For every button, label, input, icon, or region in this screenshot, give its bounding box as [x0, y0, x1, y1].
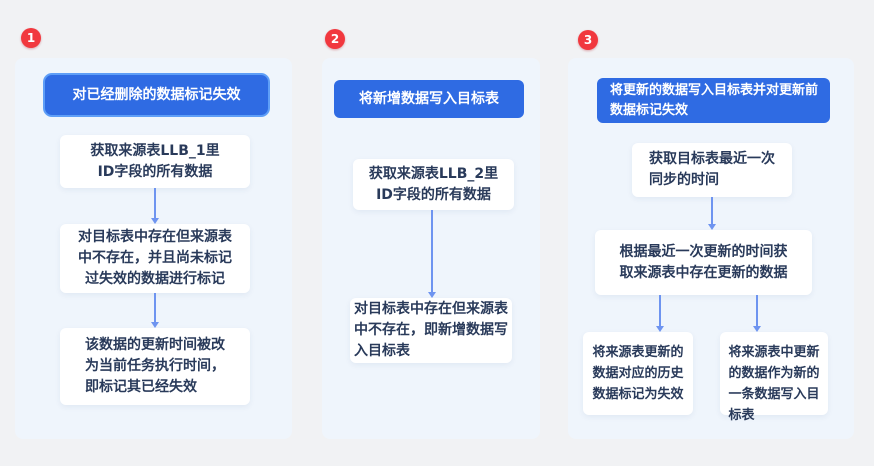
step-badge-1: 1: [21, 28, 41, 48]
flow-step: 获取目标表最近一次 同步的时间: [632, 143, 792, 197]
flow-header-3: 将更新的数据写入目标表并对更新前 数据标记失效: [597, 78, 830, 123]
arrow-down-icon: [151, 188, 159, 224]
arrow-down-icon: [656, 295, 664, 332]
flow-header-2: 将新增数据写入目标表: [334, 80, 524, 118]
flow-card-3: 将更新的数据写入目标表并对更新前 数据标记失效 获取目标表最近一次 同步的时间 …: [568, 58, 854, 439]
flow-step: 将来源表更新的 数据对应的历史 数据标记为失效: [583, 332, 693, 415]
step-badge-3: 3: [578, 30, 598, 50]
arrow-down-icon: [428, 210, 436, 298]
flow-step: 对目标表中存在但来源表 中不存在，并且尚未标记 过失效的数据进行标记: [60, 224, 250, 293]
flow-step: 该数据的更新时间被改 为当前任务执行时间， 即标记其已经失效: [60, 328, 250, 405]
flow-step: 对目标表中存在但来源表 中不存在，即新增数据写 入目标表: [350, 298, 512, 363]
arrow-down-icon: [151, 293, 159, 328]
flow-step: 获取来源表LLB_2里 ID字段的所有数据: [353, 159, 514, 210]
step-badge-2: 2: [325, 29, 345, 49]
flow-step: 将来源表中更新 的数据作为新的 一条数据写入目 标表: [720, 332, 828, 423]
arrow-down-icon: [753, 295, 761, 332]
flow-card-2: 将新增数据写入目标表 获取来源表LLB_2里 ID字段的所有数据 对目标表中存在…: [322, 58, 540, 439]
flow-header-1: 对已经删除的数据标记失效: [43, 73, 270, 117]
flow-card-1: 对已经删除的数据标记失效 获取来源表LLB_1里 ID字段的所有数据 对目标表中…: [15, 58, 292, 439]
flow-step: 获取来源表LLB_1里 ID字段的所有数据: [60, 135, 250, 188]
flow-step: 根据最近一次更新的时间获 取来源表中存在更新的数据: [595, 230, 812, 295]
arrow-down-icon: [708, 197, 716, 230]
